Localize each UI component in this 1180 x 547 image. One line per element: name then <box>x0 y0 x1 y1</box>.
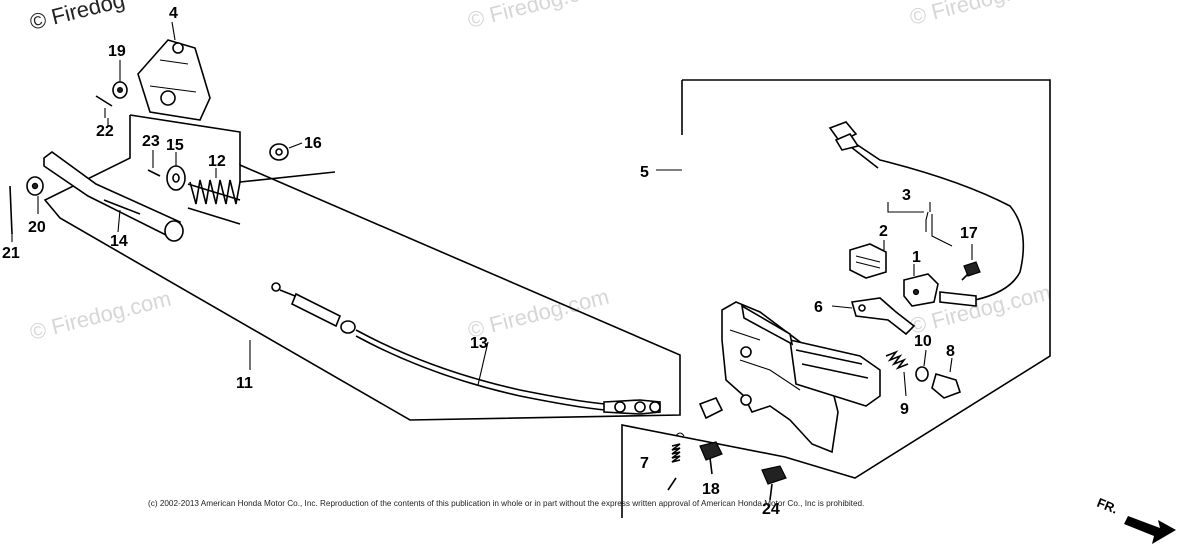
watermark-mid-center: © Firedog.com <box>465 284 611 343</box>
front-label: FR. <box>1095 495 1120 517</box>
callout-13: 13 <box>470 335 488 352</box>
group-outline-5 <box>621 79 1051 518</box>
callout-23: 23 <box>142 133 160 150</box>
callout-4: 4 <box>169 5 178 22</box>
part-19-washer <box>112 60 128 99</box>
part-12-spring <box>187 168 241 225</box>
watermark-top-center: © Firedog.com <box>465 0 611 33</box>
callout-2: 2 <box>879 223 888 240</box>
part-14-governor-shaft <box>43 151 184 242</box>
part-10-washer <box>915 349 929 382</box>
front-direction-indicator: FR. <box>1095 495 1176 544</box>
part-16-nut <box>269 142 303 161</box>
part-3-wire-harness <box>828 121 1025 307</box>
part-15-washer <box>166 152 186 191</box>
part-20-washer <box>26 176 44 214</box>
part-22-pin <box>95 95 113 118</box>
part-18-bolt <box>699 441 723 475</box>
group-outline-11 <box>43 115 681 421</box>
callout-14: 14 <box>110 233 128 250</box>
part-21-pin <box>9 185 13 242</box>
part-4-bracket <box>137 21 211 121</box>
control-base-bracket <box>698 301 881 454</box>
watermark-top-right: © Firedog.com <box>907 0 1053 30</box>
callout-9: 9 <box>900 401 909 418</box>
callout-16: 16 <box>304 135 322 152</box>
callout-20: 20 <box>28 219 46 236</box>
part-24-bolt <box>761 465 787 501</box>
callout-3: 3 <box>902 187 911 204</box>
front-arrow-icon <box>1124 516 1176 544</box>
callout-1: 1 <box>912 249 921 266</box>
callout-15: 15 <box>166 137 184 154</box>
copyright-notice: (c) 2002-2013 American Honda Motor Co., … <box>148 499 864 508</box>
part-6-plate <box>831 297 916 336</box>
callout-21: 21 <box>2 245 20 262</box>
watermark-top-left: © Firedog <box>27 0 127 35</box>
callout-5: 5 <box>640 164 649 181</box>
part-8-knob <box>931 357 962 399</box>
part-7-spring <box>667 432 685 491</box>
callout-8: 8 <box>946 343 955 360</box>
part-9-spring <box>885 350 909 397</box>
callout-11: 11 <box>236 375 253 392</box>
callout-18: 18 <box>702 481 720 498</box>
callout-22: 22 <box>96 123 114 140</box>
callout-24: 24 <box>762 501 780 518</box>
callout-7: 7 <box>640 455 649 472</box>
callout-6: 6 <box>814 299 823 316</box>
callout-19: 19 <box>108 43 126 60</box>
part-17-screw <box>961 244 981 281</box>
part-23-pin <box>147 150 161 177</box>
part-13-cable <box>271 282 661 415</box>
part-1-switch <box>903 264 939 307</box>
callout-10: 10 <box>914 333 932 350</box>
watermark-mid-left: © Firedog.com <box>27 286 173 345</box>
part-2-switch <box>849 240 887 279</box>
callout-17: 17 <box>960 225 978 242</box>
callout-12: 12 <box>208 153 226 170</box>
group-outline-11-top <box>129 114 241 165</box>
